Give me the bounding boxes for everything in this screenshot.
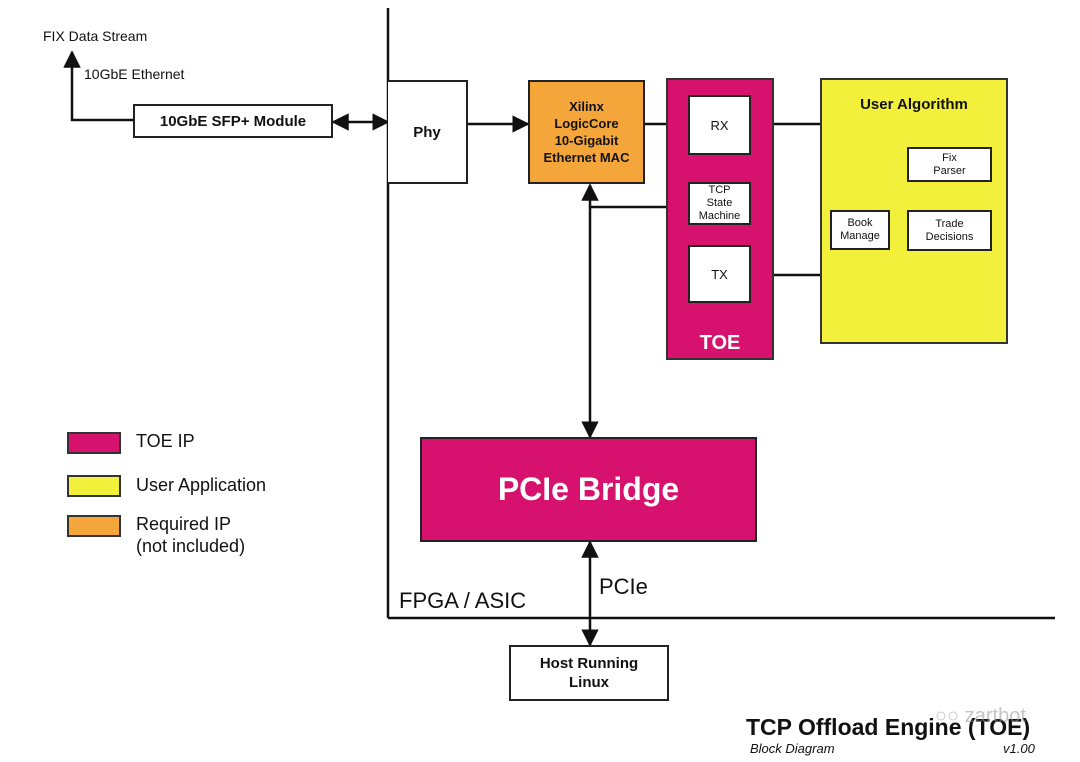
fix-data-stream-label: FIX Data Stream	[43, 28, 148, 44]
sfp-module-block: 10GbE SFP+ Module	[133, 104, 333, 138]
legend-label-required: Required IP (not included)	[136, 514, 246, 556]
legend-swatch-required	[67, 515, 121, 537]
ethernet-label: 10GbE Ethernet	[84, 66, 185, 82]
ethernet-mac-block: Xilinx LogicCore 10-Gigabit Ethernet MAC	[528, 80, 645, 184]
arrow-sfp-to-fix-stream	[63, 50, 133, 122]
footer-subtitle: Block Diagram	[750, 741, 835, 756]
watermark-text: zartbot	[964, 705, 1026, 727]
tcp-state-machine-block: TCP State Machine	[688, 182, 751, 225]
host-linux-block: Host Running Linux	[509, 645, 669, 701]
fix-parser-block: Fix Parser	[907, 147, 992, 182]
footer-title: TCP Offload Engine (TOE)	[746, 714, 1031, 740]
legend-swatch-user	[67, 475, 121, 497]
pcie-bridge-block: PCIe Bridge	[420, 437, 757, 542]
user-algorithm-title: User Algorithm	[860, 96, 968, 113]
watermark: ○○ zartbot	[935, 705, 1026, 728]
pcie-link-label: PCIe	[599, 574, 648, 599]
tx-block: TX	[688, 245, 751, 303]
trade-decisions-block: Trade Decisions	[907, 210, 992, 251]
legend-label-toe: TOE IP	[136, 431, 195, 451]
phy-block: Phy	[388, 80, 468, 184]
legend-label-user: User Application	[136, 475, 267, 495]
fpga-asic-label: FPGA / ASIC	[399, 588, 527, 613]
footer-version: v1.00	[1003, 741, 1035, 756]
toe-title: TOE	[699, 332, 741, 354]
wechat-icon: ○○	[935, 705, 960, 727]
legend-swatch-toe	[67, 432, 121, 454]
book-manage-block: Book Manage	[830, 210, 890, 250]
rx-block: RX	[688, 95, 751, 155]
